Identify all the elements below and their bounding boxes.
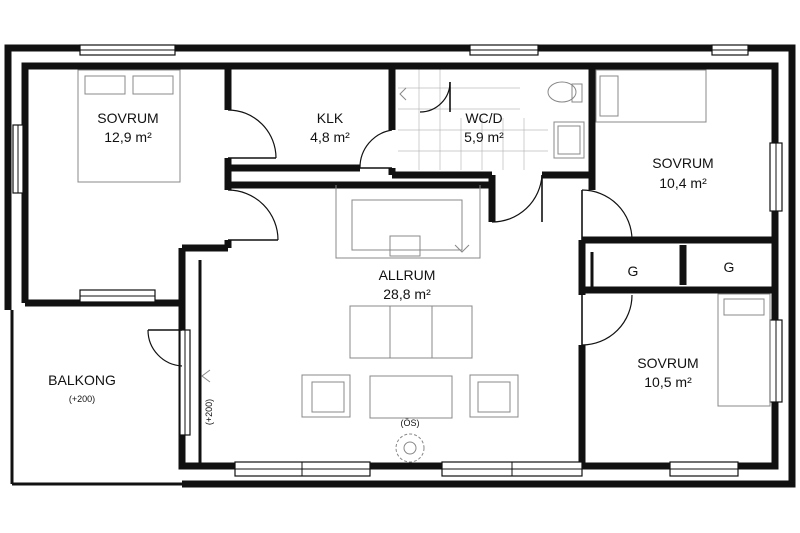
room-area-allrum: 28,8 m² [383,286,431,302]
room-name-garderob-1: G [628,263,639,279]
room-name-sovrum-nw: SOVRUM [97,110,158,126]
room-labels: SOVRUM 12,9 m² KLK 4,8 m² WC/D 5,9 m² SO… [48,110,734,428]
windows [12,44,783,477]
doors [147,81,633,367]
level-mark: (+200) [204,399,214,425]
balcony-outline [10,310,182,486]
furniture [77,69,771,463]
arrow-markers [201,87,470,383]
room-name-sovrum-se: SOVRUM [637,355,698,371]
room-name-sovrum-ne: SOVRUM [652,155,713,171]
room-name-allrum: ALLRUM [379,267,436,283]
room-area-klk: 4,8 m² [310,129,350,145]
outer-walls [4,44,796,488]
room-area-sovrum-ne: 10,4 m² [659,175,707,191]
room-area-sovrum-se: 10,5 m² [644,374,692,390]
bathroom-tiles [398,68,548,170]
room-name-garderob-2: G [724,259,735,275]
room-name-klk: KLK [317,110,344,126]
room-name-wcd: WC/D [465,110,502,126]
room-name-balkong: BALKONG [48,372,116,388]
room-area-sovrum-nw: 12,9 m² [104,129,152,145]
room-area-wcd: 5,9 m² [464,129,504,145]
room-note-balkong: (+200) [69,394,95,404]
os-label: (ÖS) [401,418,420,428]
interior-walls [178,66,775,466]
